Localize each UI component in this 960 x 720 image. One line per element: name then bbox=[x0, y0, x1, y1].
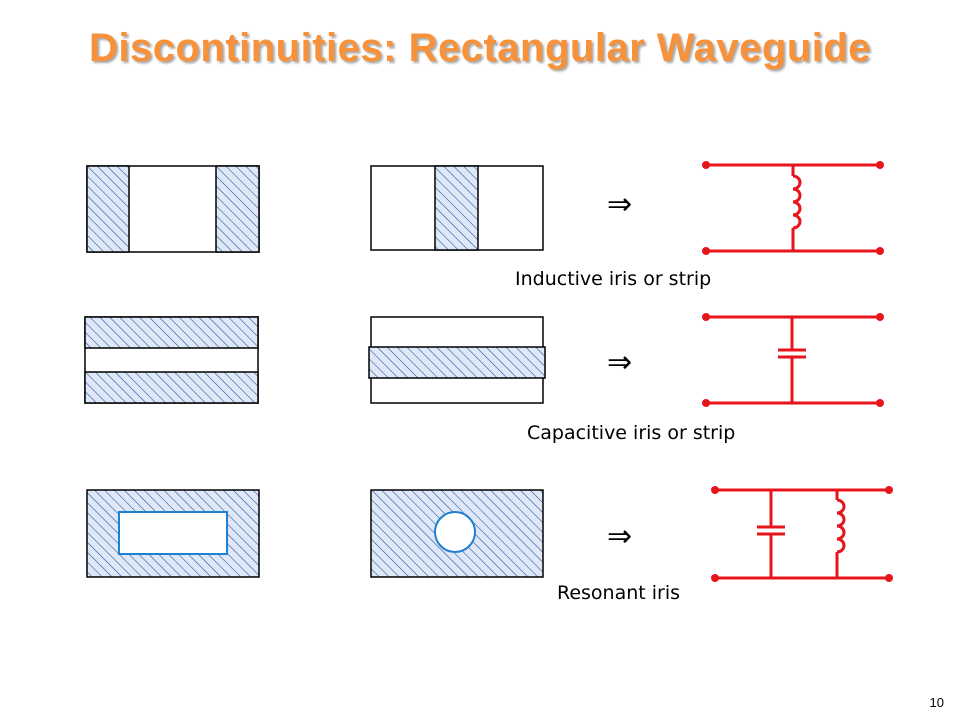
inductive-row: ⇒ Inductive iris or strip bbox=[86, 161, 884, 290]
terminal bbox=[702, 247, 710, 255]
implies-arrow: ⇒ bbox=[607, 519, 632, 554]
capacitive-strip-cross-section bbox=[368, 316, 546, 404]
capacitive-caption: Capacitive iris or strip bbox=[527, 422, 735, 444]
inductor-coil bbox=[836, 498, 846, 554]
resonant-rectangular-iris bbox=[86, 489, 260, 578]
terminal bbox=[711, 574, 719, 582]
terminal bbox=[876, 313, 884, 321]
shunt-lc-circuit bbox=[711, 486, 893, 582]
rectangular-aperture bbox=[118, 511, 228, 555]
shunt-capacitor-circuit bbox=[702, 313, 884, 407]
resonant-row: ⇒ Resonant iris bbox=[86, 486, 893, 604]
capacitive-row: ⇒ Capacitive iris or strip bbox=[84, 313, 884, 444]
resonant-caption: Resonant iris bbox=[557, 582, 680, 604]
horizontal-strip bbox=[368, 346, 546, 379]
terminal bbox=[711, 486, 719, 494]
inductor-coil bbox=[792, 174, 802, 230]
terminal bbox=[702, 313, 710, 321]
terminal bbox=[702, 399, 710, 407]
left-iris-plate bbox=[86, 165, 130, 253]
resonant-circular-iris bbox=[370, 489, 544, 578]
bottom-iris-plate bbox=[84, 371, 259, 404]
implies-arrow: ⇒ bbox=[607, 187, 632, 222]
top-iris-plate bbox=[84, 316, 259, 349]
implies-arrow: ⇒ bbox=[607, 345, 632, 380]
inductive-iris-cross-section bbox=[86, 165, 260, 253]
inductive-strip-cross-section bbox=[370, 165, 544, 251]
terminal bbox=[876, 399, 884, 407]
vertical-strip bbox=[434, 165, 479, 251]
terminal bbox=[885, 486, 893, 494]
terminal bbox=[876, 247, 884, 255]
terminal bbox=[885, 574, 893, 582]
page-number: 10 bbox=[929, 695, 944, 710]
right-iris-plate bbox=[215, 165, 260, 253]
shunt-inductor-circuit bbox=[702, 161, 884, 255]
capacitive-iris-cross-section bbox=[84, 316, 259, 404]
terminal bbox=[702, 161, 710, 169]
inductive-caption: Inductive iris or strip bbox=[515, 268, 711, 290]
slide-title: Discontinuities: Rectangular Waveguide bbox=[88, 26, 872, 70]
terminal bbox=[876, 161, 884, 169]
circular-aperture bbox=[434, 511, 476, 553]
